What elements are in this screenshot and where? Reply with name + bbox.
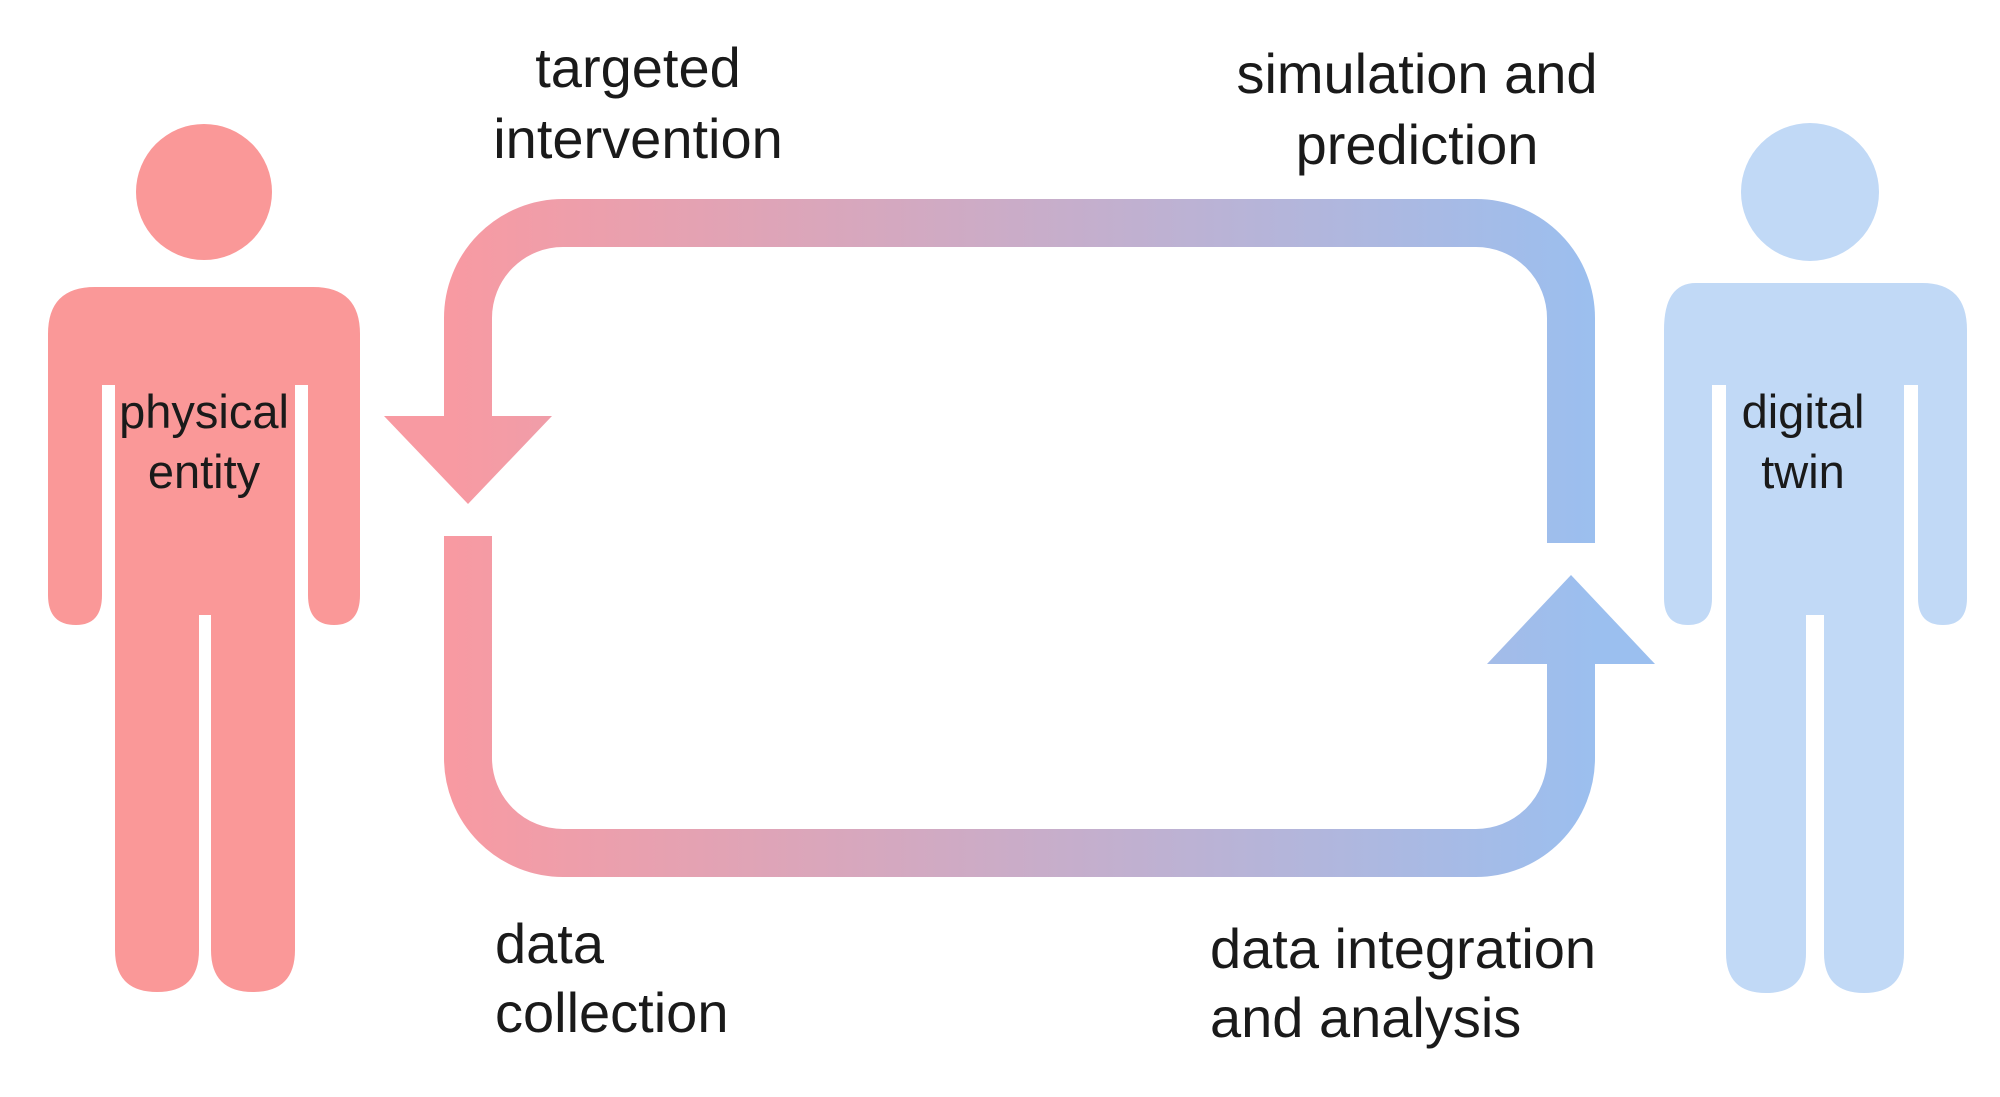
- physical-entity-head: [136, 124, 272, 260]
- digital-twin-body: [1664, 283, 1967, 993]
- physical-entity-body: [48, 287, 360, 992]
- digital-twin-figure: [1664, 123, 1967, 993]
- bottom-arc-arrow-path: [444, 536, 1595, 877]
- digital-twin-label-line2: twin: [1761, 445, 1845, 498]
- targeted-intervention-label-line1: targeted: [535, 36, 741, 99]
- simulation-prediction-label-line2: prediction: [1296, 113, 1539, 176]
- digital-twin-label-line1: digital: [1742, 385, 1865, 438]
- data-integration-label-line2: and analysis: [1210, 986, 1521, 1049]
- simulation-prediction-label-line1: simulation and: [1236, 42, 1597, 105]
- physical-entity-label-line2: entity: [148, 445, 261, 498]
- top-arc-arrow-path: [444, 199, 1595, 543]
- data-integration-label-line1: data integration: [1210, 917, 1596, 980]
- data-collection-label-line1: data: [495, 912, 605, 975]
- physical-entity-figure: [48, 124, 360, 992]
- physical-entity-label-line1: physical: [119, 385, 289, 438]
- cycle-arrows: [384, 199, 1655, 877]
- data-integration-arrowhead: [1487, 575, 1655, 664]
- targeted-intervention-label-line2: intervention: [493, 107, 783, 170]
- targeted-intervention-arrowhead: [384, 416, 552, 504]
- digital-twin-head: [1741, 123, 1879, 261]
- data-collection-label-line2: collection: [495, 981, 728, 1044]
